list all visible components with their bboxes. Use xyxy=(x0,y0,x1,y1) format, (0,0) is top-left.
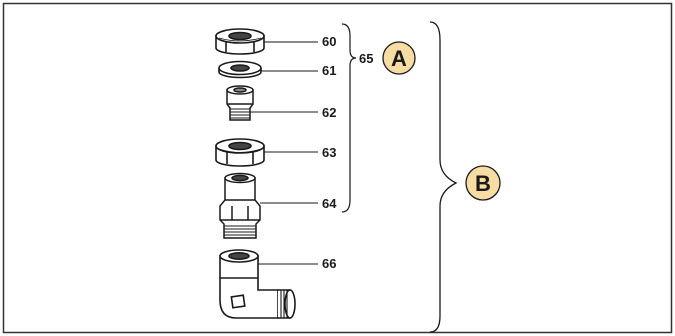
part-coupling-drawing xyxy=(219,172,261,239)
badge-a-text: A xyxy=(391,46,407,71)
part-nut-drawing xyxy=(215,28,265,55)
badge-a xyxy=(382,41,416,75)
group-label-65: 65 xyxy=(359,51,373,66)
part-elbow-drawing xyxy=(219,249,296,319)
part-nipple-drawing xyxy=(226,85,254,121)
group-65-bracket xyxy=(341,23,357,213)
assembly-bracket xyxy=(429,21,458,333)
badge-b-text: B xyxy=(475,171,491,196)
part-label-64: 64 xyxy=(322,196,337,211)
part-label-61: 61 xyxy=(322,63,336,78)
part-washer-drawing xyxy=(218,60,262,79)
part-label-66: 66 xyxy=(322,256,336,271)
badge-b xyxy=(465,165,501,201)
part-label-62: 62 xyxy=(322,105,336,120)
part-hex-nut-drawing xyxy=(215,138,265,167)
part-label-63: 63 xyxy=(322,145,336,160)
part-label-60: 60 xyxy=(322,34,336,49)
